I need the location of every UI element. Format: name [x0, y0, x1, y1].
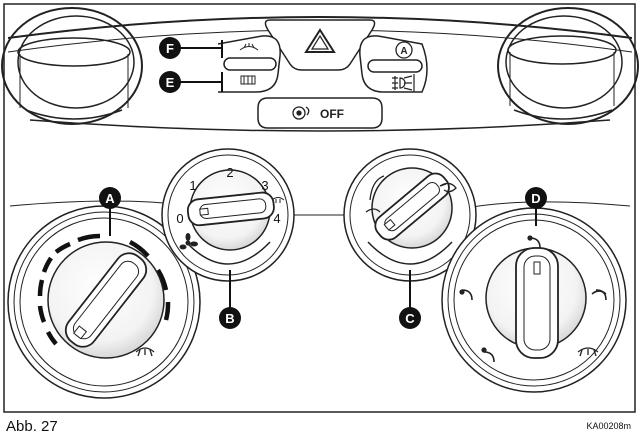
callout-d: D — [525, 187, 547, 226]
callout-b: B — [219, 270, 241, 329]
fog-light-switch[interactable]: A — [359, 35, 428, 93]
fan-icon — [179, 233, 198, 250]
callout-c: C — [399, 270, 421, 329]
rear-window-defrost-icon — [240, 75, 256, 85]
fan-scale-4: 4 — [273, 211, 280, 226]
callout-label-b: B — [225, 311, 234, 326]
callout-e: E — [159, 71, 223, 93]
hazard-triangle-icon — [304, 28, 336, 53]
fan-scale-labels: 0 1 2 3 4 — [176, 165, 280, 226]
callout-label-e: E — [166, 75, 175, 90]
callout-label-f: F — [166, 41, 174, 56]
windscreen-defrost-icon — [271, 197, 285, 203]
recirculation-off-label: OFF — [320, 107, 344, 121]
callout-label-d: D — [531, 191, 540, 206]
air-mode-knob[interactable] — [343, 148, 477, 282]
callout-a: A — [99, 187, 121, 236]
fan-scale-0: 0 — [176, 211, 183, 226]
defrost-switch[interactable] — [217, 35, 281, 93]
right-air-vent[interactable] — [497, 7, 639, 125]
button-a-label: A — [400, 46, 407, 57]
figure-caption: Abb. 27 — [6, 418, 58, 435]
air-distribution-icon — [459, 235, 607, 363]
fan-scale-1: 1 — [189, 178, 196, 193]
outside-air-icon — [365, 175, 385, 213]
callout-label-a: A — [105, 191, 115, 206]
air-distribution-knob[interactable] — [441, 207, 627, 393]
temperature-scale — [37, 233, 171, 346]
air-recirculation-icon — [439, 182, 457, 193]
rear-fog-light-icon — [392, 74, 415, 92]
hazard-button[interactable] — [264, 19, 376, 71]
image-code: KA00208m — [586, 421, 631, 431]
fan-scale-3: 3 — [261, 178, 268, 193]
air-recirculation-icon — [292, 106, 310, 120]
recirculation-button[interactable]: OFF — [257, 97, 383, 129]
windscreen-defrost-icon — [239, 43, 259, 51]
windscreen-defrost-icon — [577, 347, 599, 357]
fan-scale-2: 2 — [226, 165, 233, 180]
callout-label-c: C — [405, 311, 415, 326]
windscreen-defrost-icon — [135, 347, 155, 357]
fan-speed-knob[interactable]: 0 1 2 3 4 — [161, 148, 295, 282]
left-air-vent[interactable] — [1, 7, 143, 125]
temperature-knob[interactable] — [7, 205, 201, 399]
callout-f: F — [159, 37, 223, 59]
